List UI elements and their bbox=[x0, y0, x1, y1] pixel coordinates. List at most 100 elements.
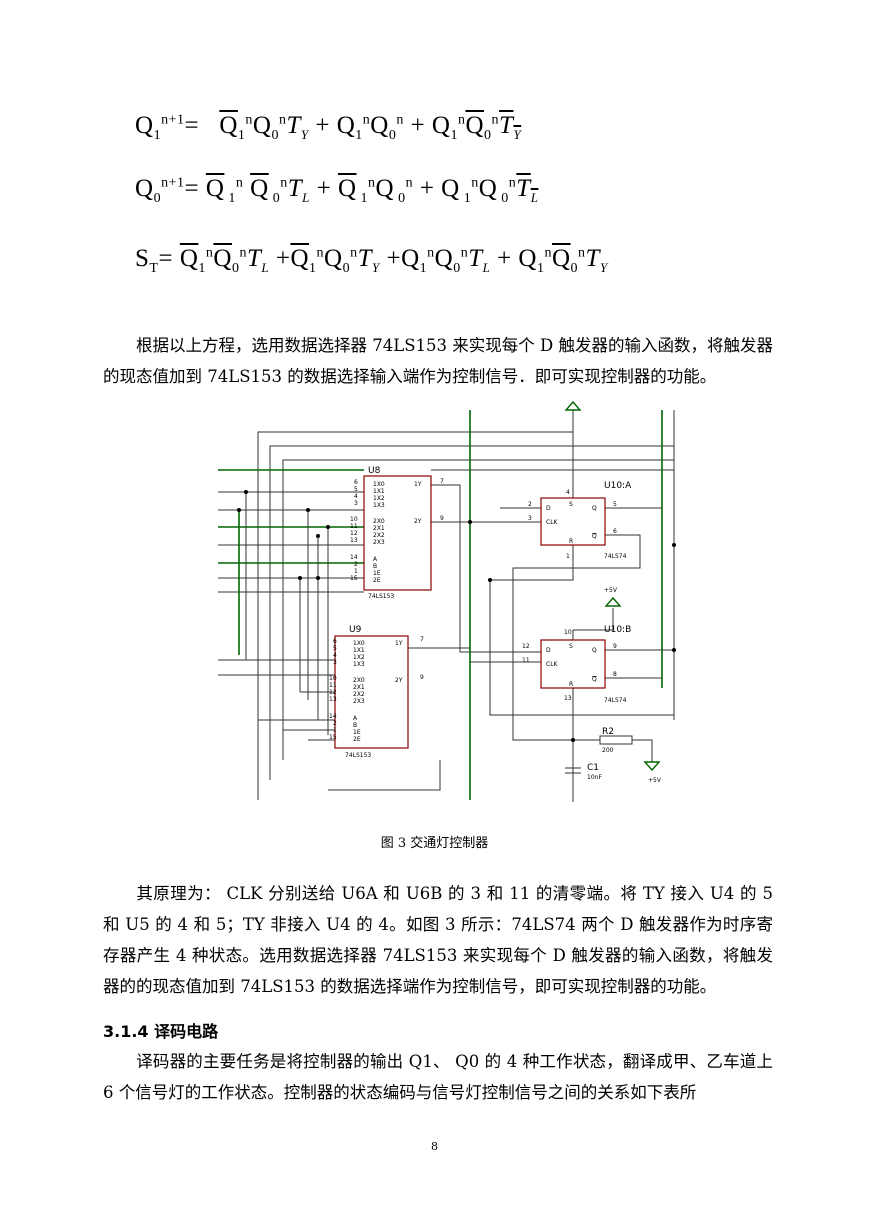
u8-pin-num: 1 bbox=[354, 568, 358, 575]
vcc-label-a: +5V bbox=[604, 587, 618, 594]
ffb-d: D bbox=[546, 647, 551, 654]
c1-label: C1 bbox=[587, 763, 599, 773]
u8-pin-num: 4 bbox=[354, 493, 358, 500]
u8-pin-num: 15 bbox=[350, 575, 358, 582]
ffb-pin: 10 bbox=[564, 629, 572, 636]
u9-pin-num: 2 bbox=[333, 720, 337, 727]
equation-q0-rendered: Q0n+1= Q 1n Q 0nTL + Q 1nQ 0n + Q 1nQ 0n… bbox=[135, 175, 539, 206]
ffa-pin: 6 bbox=[613, 528, 617, 535]
u8-pin-label: 2X3 bbox=[373, 539, 385, 546]
ffa-clk: CLK bbox=[546, 519, 559, 526]
ffa-pin: 1 bbox=[566, 553, 570, 560]
ffb-pin: 11 bbox=[522, 657, 530, 664]
u8-pin-label: A bbox=[373, 556, 378, 563]
paragraph-decoder: 译码器的主要任务是将控制器的输出 Q1、 Q0 的 4 种工作状态，翻译成甲、乙… bbox=[103, 1046, 773, 1108]
u8-pin-label: 2X1 bbox=[373, 525, 385, 532]
u9-out2: 2Y bbox=[395, 677, 403, 684]
u8-pin-label: B bbox=[373, 563, 377, 570]
u9-pin-label: A bbox=[353, 715, 358, 722]
ffa-pin: 4 bbox=[566, 489, 570, 496]
u9-pin-num: 13 bbox=[329, 696, 337, 703]
equation-st: ST= Q1nQ0nTL +Q1nQ0nTY +Q1nQ0nTL + Q1nQ0… bbox=[135, 245, 608, 277]
u9-pins: 1X0 1X1 1X2 1X3 2X0 2X1 2X2 2X3 A B 1E 2… bbox=[329, 636, 424, 743]
u8-label: U8 bbox=[368, 466, 381, 476]
ffa-q: Q bbox=[592, 505, 597, 512]
c1-value: 10nF bbox=[587, 774, 602, 781]
ffa-pin: 5 bbox=[613, 501, 617, 508]
u8-out2: 2Y bbox=[414, 518, 422, 525]
ffb-clk: CLK bbox=[546, 661, 559, 668]
paragraph-principle: 其原理为： CLK 分别送给 U6A 和 U6B 的 3 和 11 的清零端。将… bbox=[103, 878, 773, 1002]
ffa-s: S bbox=[569, 501, 573, 508]
u8-pin-label: 2X2 bbox=[373, 532, 385, 539]
u9-out1-num: 7 bbox=[420, 636, 424, 643]
u9-pin-label: B bbox=[353, 722, 357, 729]
ffb-r: R bbox=[569, 681, 573, 688]
u9-part: 74LS153 bbox=[345, 752, 371, 759]
u9-pin-num: 5 bbox=[333, 645, 337, 652]
u8-pin-num: 11 bbox=[350, 523, 358, 530]
ffa-d: D bbox=[546, 505, 551, 512]
ffa-pin: 2 bbox=[528, 501, 532, 508]
u8-part: 74LS153 bbox=[368, 593, 394, 600]
ffb-pin: 8 bbox=[613, 671, 617, 678]
paragraph-intro-text: 根据以上方程，选用数据选择器 74LS153 来实现每个 D 触发器的输入函数，… bbox=[103, 336, 773, 386]
u9-pin-label: 1X0 bbox=[353, 640, 365, 647]
u9-out2-num: 9 bbox=[420, 674, 424, 681]
u8-pin-num: 12 bbox=[350, 530, 358, 537]
u9-pin-num: 3 bbox=[333, 659, 337, 666]
equation-q0: Q0n+1= Q 1n Q 0nTL + Q 1nQ 0n + Q 1nQ 0n… bbox=[135, 175, 538, 207]
u8-pin-num: 6 bbox=[354, 479, 358, 486]
u9-pin-num: 6 bbox=[333, 638, 337, 645]
u8-pin-num: 5 bbox=[354, 486, 358, 493]
u9-pin-label: 2X0 bbox=[353, 677, 365, 684]
paragraph-principle-text: 其原理为： CLK 分别送给 U6A 和 U6B 的 3 和 11 的清零端。将… bbox=[103, 884, 773, 996]
u9-label: U9 bbox=[349, 625, 362, 635]
u9-pin-num: 10 bbox=[329, 675, 337, 682]
page-number: 8 bbox=[431, 1140, 438, 1153]
u9-pin-num: 15 bbox=[329, 734, 337, 741]
equation-st-rendered: ST= Q1nQ0nTL +Q1nQ0nTY +Q1nQ0nTL + Q1nQ0… bbox=[135, 245, 608, 276]
u9-pin-label: 1X1 bbox=[353, 647, 365, 654]
u9-pin-label: 1X2 bbox=[353, 654, 365, 661]
ffb-qn: Q bbox=[592, 676, 597, 683]
paragraph-intro: 根据以上方程，选用数据选择器 74LS153 来实现每个 D 触发器的输入函数，… bbox=[103, 330, 773, 392]
section-heading: 3.1.4 译码电路 bbox=[103, 1022, 219, 1041]
ffa-qn: Q bbox=[592, 533, 597, 540]
u8-out1-num: 7 bbox=[440, 478, 444, 485]
u8-out2-num: 9 bbox=[440, 515, 444, 522]
u9-pin-label: 2E bbox=[353, 736, 361, 743]
u8-pin-num: 3 bbox=[354, 500, 358, 507]
u9-pin-label: 2X3 bbox=[353, 698, 365, 705]
u8-pin-num: 2 bbox=[354, 561, 358, 568]
u8-pin-num: 14 bbox=[350, 554, 358, 561]
u9-pin-num: 12 bbox=[329, 689, 337, 696]
r2-label: R2 bbox=[602, 727, 614, 737]
u10b-part: 74LS74 bbox=[604, 697, 627, 704]
ffb-q: Q bbox=[592, 647, 597, 654]
u8-pin-label: 1X0 bbox=[373, 481, 385, 488]
u9-pin-num: 14 bbox=[329, 713, 337, 720]
u8-pin-label: 2E bbox=[373, 577, 381, 584]
u9-pin-num: 4 bbox=[333, 652, 337, 659]
u8-out1: 1Y bbox=[414, 481, 422, 488]
ffa-pin: 3 bbox=[528, 515, 532, 522]
u9-pin-label: 2X1 bbox=[353, 684, 365, 691]
ff-pins: D CLK Q Q S R 2 3 5 6 4 1 D CLK Q Q S R … bbox=[522, 489, 617, 702]
u8-pin-label: 1X1 bbox=[373, 488, 385, 495]
u9-out1: 1Y bbox=[395, 640, 403, 647]
u8-pin-num: 10 bbox=[350, 516, 358, 523]
u9-pin-num: 11 bbox=[329, 682, 337, 689]
u9-pin-label: 1E bbox=[353, 729, 361, 736]
vcc-label-b: +5V bbox=[648, 777, 662, 784]
u9-pin-label: 2X2 bbox=[353, 691, 365, 698]
equation-q1: Q1n+1= Q1nQ0nTY + Q1nQ0n + Q1nQ0nTY bbox=[135, 112, 521, 144]
paragraph-decoder-text: 译码器的主要任务是将控制器的输出 Q1、 Q0 的 4 种工作状态，翻译成甲、乙… bbox=[103, 1052, 773, 1102]
u8-pin-num: 13 bbox=[350, 537, 358, 544]
figure-caption: 图 3 交通灯控制器 bbox=[380, 836, 489, 851]
u10b-label: U10:B bbox=[604, 625, 631, 635]
u8-pin-label: 2X0 bbox=[373, 518, 385, 525]
u9-pin-label: 1X3 bbox=[353, 661, 365, 668]
ffb-s: S bbox=[569, 643, 573, 650]
